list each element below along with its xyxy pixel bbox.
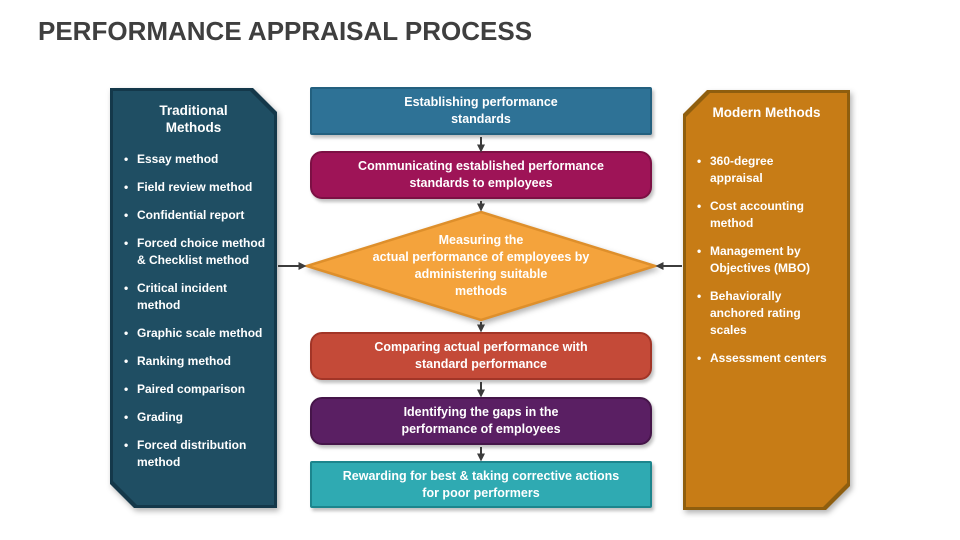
bullet-icon: • (124, 281, 129, 295)
modern-methods-list: • 360-degree appraisal • Cost accounting me… (697, 153, 846, 378)
list-item: • Paired comparison (124, 381, 273, 398)
bullet-icon: • (697, 289, 702, 303)
panel-fill-shape (686, 93, 847, 507)
bullet-icon: • (124, 382, 129, 396)
bullet-icon: • (697, 199, 702, 213)
list-item-label: Essay method (137, 152, 219, 166)
panel-title: Modern Methods (712, 105, 821, 120)
list-item-label: Grading (137, 410, 184, 424)
bullet-icon: • (124, 438, 129, 452)
bullet-icon: • (697, 351, 702, 365)
flow-step-communicating: Communicating established performance st… (310, 151, 652, 199)
list-item: • Behaviorally anchored rating scales (697, 288, 846, 339)
list-item-label: Paired comparison (137, 382, 246, 396)
list-item: • Ranking method (124, 353, 273, 370)
list-item-label: Behaviorally anchored rating scales (710, 289, 801, 337)
list-item-label: 360-degree appraisal (710, 154, 774, 185)
list-item: • Forced distribution method (124, 437, 273, 471)
list-item: • Forced choice method & Checklist method (124, 235, 273, 269)
list-item-label: Graphic scale method (137, 326, 263, 340)
bullet-icon: • (124, 180, 129, 194)
list-item: • Confidential report (124, 207, 273, 224)
flow-step-identifying: Identifying the gaps in the performance … (310, 397, 652, 445)
bullet-icon: • (697, 244, 702, 258)
list-item-label: Assessment centers (710, 351, 827, 365)
flow-step-comparing: Comparing actual performance with standa… (310, 332, 652, 380)
list-item-label: Confidential report (137, 208, 245, 222)
list-item-label: Management by Objectives (MBO) (710, 244, 811, 275)
bullet-icon: • (697, 154, 702, 168)
list-item-label: Forced distribution method (137, 438, 247, 469)
list-item: • Cost accounting method (697, 198, 846, 232)
list-item: • Management by Objectives (MBO) (697, 243, 846, 277)
bullet-icon: • (124, 208, 129, 222)
traditional-methods-list: • Essay method • Field review method • Confid… (124, 151, 273, 482)
flow-step-establishing: Establishing performance standards (310, 87, 652, 135)
list-item-label: Field review method (137, 180, 253, 194)
list-item-label: Critical incident method (137, 281, 228, 312)
panel-title: Traditional Methods (159, 103, 228, 135)
list-item: • Critical incident method (124, 280, 273, 314)
page-title: PERFORMANCE APPRAISAL PROCESS (38, 16, 533, 46)
list-item: • Essay method (124, 151, 273, 168)
traditional-methods-panel: Traditional Methods • Essay method • Field … (110, 88, 277, 508)
list-item-label: Forced choice method & Checklist method (137, 236, 266, 267)
list-item: • Assessment centers (697, 350, 846, 367)
bullet-icon: • (124, 410, 129, 424)
list-item: • 360-degree appraisal (697, 153, 846, 187)
list-item-label: Ranking method (137, 354, 232, 368)
bullet-icon: • (124, 236, 129, 250)
flow-step-rewarding: Rewarding for best & taking corrective a… (310, 461, 652, 508)
modern-methods-panel: Modern Methods • 360-degree appraisal • Cos… (683, 90, 850, 510)
list-item-label: Cost accounting method (710, 199, 805, 230)
bullet-icon: • (124, 354, 129, 368)
bullet-icon: • (124, 152, 129, 166)
flow-step-measuring: Measuring the actual performance of empl… (372, 233, 590, 298)
panel-fill-shape (113, 91, 274, 505)
bullet-icon: • (124, 326, 129, 340)
list-item: • Field review method (124, 179, 273, 196)
list-item: • Grading (124, 409, 273, 426)
list-item: • Graphic scale method (124, 325, 273, 342)
diamond-shape (305, 210, 657, 322)
